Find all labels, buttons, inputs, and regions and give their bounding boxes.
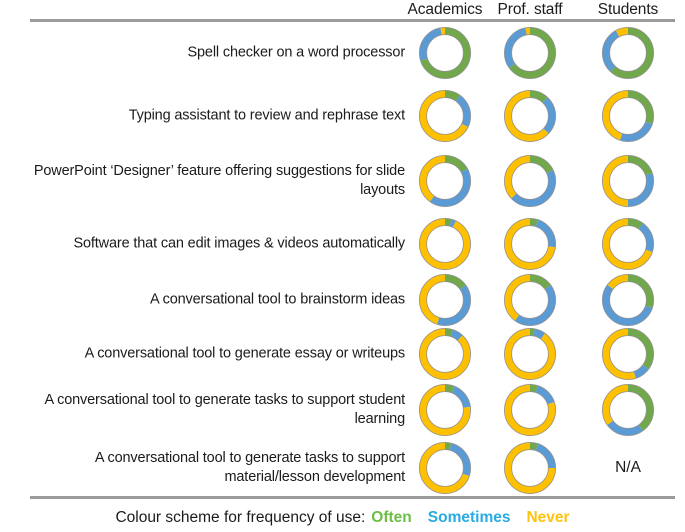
legend-key-often: Often xyxy=(371,509,412,526)
row-label: A conversational tool to generate tasks … xyxy=(94,450,405,485)
table-row: A conversational tool to brainstorm idea… xyxy=(0,272,685,328)
table-row: Typing assistant to review and rephrase … xyxy=(0,88,685,144)
donut-chart-academics xyxy=(415,324,475,384)
donut-chart-prof-staff xyxy=(500,86,560,146)
table-row: A conversational tool to generate tasks … xyxy=(0,438,685,498)
donut-chart-academics xyxy=(415,380,475,440)
donut-chart-prof-staff xyxy=(500,380,560,440)
row-label: A conversational tool to generate tasks … xyxy=(44,392,406,427)
row-label: PowerPoint ‘Designer’ feature offering s… xyxy=(33,163,405,198)
row-label: Spell checker on a word processor xyxy=(187,44,406,61)
donut-chart-prof-staff xyxy=(500,23,560,83)
table-row: Spell checker on a word processor xyxy=(0,22,685,84)
donut-chart-students xyxy=(598,151,658,211)
column-header-prof-staff: Prof. staff xyxy=(497,1,563,18)
row-label: A conversational tool to generate essay … xyxy=(84,345,406,362)
donut-chart-prof-staff xyxy=(500,270,560,330)
row-label: Typing assistant to review and rephrase … xyxy=(128,107,405,124)
donut-chart-academics xyxy=(415,438,475,498)
donut-chart-students xyxy=(598,324,658,384)
column-header-row: Academics Prof. staff Students xyxy=(0,0,685,20)
bottom-rule xyxy=(30,496,675,499)
donut-chart-academics xyxy=(415,270,475,330)
row-label: A conversational tool to brainstorm idea… xyxy=(150,291,405,308)
legend-key-never: Never xyxy=(526,509,570,526)
donut-chart-prof-staff xyxy=(500,214,560,274)
table-row: PowerPoint ‘Designer’ feature offering s… xyxy=(0,148,685,214)
donut-chart-academics xyxy=(415,23,475,83)
donut-chart-students xyxy=(598,380,658,440)
table-row: A conversational tool to generate essay … xyxy=(0,326,685,382)
donut-chart-students xyxy=(598,23,658,83)
donut-chart-prof-staff xyxy=(500,324,560,384)
donut-chart-academics xyxy=(415,214,475,274)
row-label: Software that can edit images & videos a… xyxy=(73,235,405,252)
table-row: Software that can edit images & videos a… xyxy=(0,216,685,272)
column-header-students: Students xyxy=(597,1,659,18)
donut-chart-students xyxy=(598,214,658,274)
column-header-academics: Academics xyxy=(407,1,483,18)
donut-chart-prof-staff xyxy=(500,151,560,211)
table-row: A conversational tool to generate tasks … xyxy=(0,382,685,438)
donut-chart-academics xyxy=(415,86,475,146)
donut-na-students: N/A xyxy=(615,459,641,476)
legend-label: Colour scheme for frequency of use: xyxy=(115,509,366,526)
donut-chart-students xyxy=(598,86,658,146)
legend: Colour scheme for frequency of use: Often… xyxy=(0,508,685,528)
legend-key-sometimes: Sometimes xyxy=(427,509,511,526)
top-rule xyxy=(30,19,675,22)
donut-chart-prof-staff xyxy=(500,438,560,498)
donut-chart-students xyxy=(598,270,658,330)
donut-chart-academics xyxy=(415,151,475,211)
